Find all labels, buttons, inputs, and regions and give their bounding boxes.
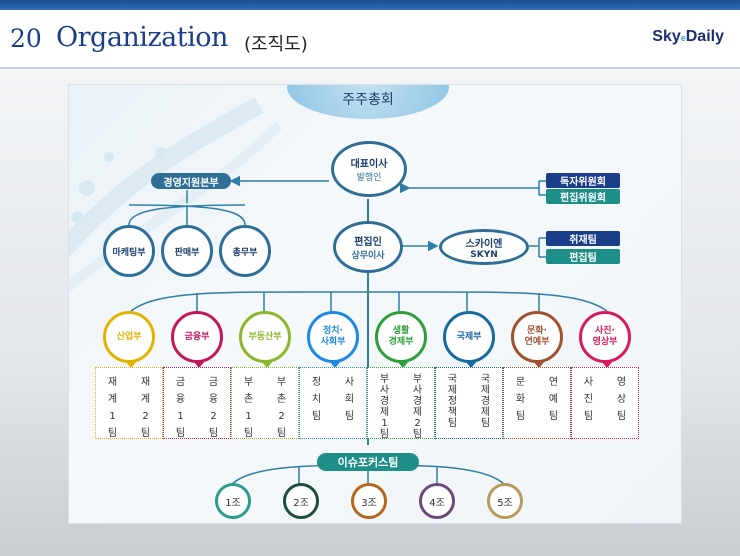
- ceo-title: 대표이사: [350, 159, 388, 170]
- department-name: 생활: [392, 326, 410, 336]
- issue-focus-label: 이슈포커스팀: [337, 456, 399, 469]
- team-label: 부 촌 1 팀: [243, 377, 254, 439]
- dept-marketing-label: 마케팅부: [112, 247, 146, 258]
- dept-marketing: 마케팅부: [103, 225, 155, 277]
- skyn-reporting-team: 취재팀: [546, 231, 620, 246]
- department-pointer: [125, 361, 137, 368]
- editorial-committee: 편집위원회: [546, 189, 620, 204]
- department-pointer: [533, 361, 545, 368]
- issue-group-node: 4조: [419, 483, 455, 519]
- department-name: 정치·: [323, 326, 343, 336]
- slide-number: 20: [10, 24, 42, 53]
- department-teams-box: 부 사 경 제 1 팀 부 사 경 제 2 팀: [367, 367, 435, 440]
- header-divider: [0, 67, 740, 69]
- editorial-committee-label: 편집위원회: [560, 193, 606, 204]
- department-node: 금융부: [171, 311, 223, 363]
- page-title: Organization: [56, 22, 228, 53]
- department-node: 문화·연예부: [511, 311, 563, 363]
- department-name-line2: 사회부: [320, 337, 346, 347]
- team-label: 국 제 경 제 팀: [480, 374, 491, 429]
- skyn-editing-label: 편집팀: [569, 253, 597, 264]
- department-name: 국제부: [456, 331, 482, 342]
- skyn-editing-team: 편집팀: [546, 249, 620, 264]
- top-bar: [0, 0, 740, 10]
- ceo-node: 대표이사 발행인: [331, 141, 407, 197]
- department-name: 금융부: [184, 331, 210, 342]
- department-name: 사진·: [595, 326, 615, 336]
- org-chart-panel: 주주총회 대표이사 발행인 경영지원본부 독자위원회 편집위원회 마케팅부 판매…: [68, 84, 682, 524]
- department-node: 정치·사회부: [307, 311, 359, 363]
- department-pointer: [193, 361, 205, 368]
- department-teams-box: 부 촌 1 팀 부 촌 2 팀: [231, 367, 299, 439]
- skyn-reporting-label: 취재팀: [569, 235, 597, 246]
- team-label: 연 예 팀: [548, 377, 559, 422]
- editor-node: 편집인 상무이사: [333, 221, 403, 273]
- readers-committee: 독자위원회: [546, 173, 620, 188]
- team-label: 정 치 팀: [311, 377, 322, 422]
- department-name: 문화·: [527, 326, 547, 336]
- team-label: 사 회 팀: [344, 377, 355, 422]
- team-label: 사 진 팀: [583, 377, 594, 422]
- team-label: 재 계 2 팀: [140, 377, 151, 439]
- team-label: 금 융 1 팀: [175, 377, 186, 439]
- page-subtitle: (조직도): [244, 34, 308, 55]
- shareholders-label: 주주총회: [342, 92, 394, 108]
- dept-sales: 판매부: [161, 225, 213, 277]
- department-pointer: [601, 361, 613, 368]
- ceo-subtitle: 발행인: [356, 173, 382, 183]
- department-pointer: [397, 361, 409, 368]
- issue-group-label: 1조: [225, 497, 241, 509]
- dept-sales-label: 판매부: [174, 247, 200, 258]
- readers-committee-label: 독자위원회: [560, 177, 606, 188]
- skyn-title: 스카이엔: [465, 238, 503, 250]
- department-teams-box: 재 계 1 팀 재 계 2 팀: [95, 367, 163, 439]
- issue-group-label: 3조: [361, 497, 377, 509]
- team-label: 부 사 경 제 2 팀: [412, 374, 423, 440]
- dept-general-affairs-label: 총무부: [232, 247, 258, 258]
- department-node: 국제부: [443, 311, 495, 363]
- skydaily-logo: SkyeDaily: [652, 28, 724, 45]
- department-name-line2: 경제부: [388, 337, 414, 347]
- department-name: 산업부: [116, 331, 142, 342]
- issue-group-node: 2조: [283, 483, 319, 519]
- department-name: 부동산부: [248, 331, 282, 342]
- department-pointer: [261, 361, 273, 368]
- team-label: 부 촌 2 팀: [276, 377, 287, 439]
- issue-group-label: 4조: [429, 497, 445, 509]
- issue-focus-team: 이슈포커스팀: [317, 453, 419, 471]
- department-name-line2: 영상부: [592, 337, 618, 347]
- skyn-subtitle: SKYN: [470, 249, 498, 260]
- skyn-node: 스카이엔 SKYN: [439, 229, 529, 265]
- issue-group-label: 2조: [293, 497, 309, 509]
- department-node: 부동산부: [239, 311, 291, 363]
- issue-group-label: 5조: [497, 497, 513, 509]
- team-label: 재 계 1 팀: [107, 377, 118, 439]
- issue-group-node: 3조: [351, 483, 387, 519]
- department-node: 산업부: [103, 311, 155, 363]
- dept-general-affairs: 총무부: [219, 225, 271, 277]
- team-label: 영 상 팀: [616, 377, 627, 422]
- page-header: 20 Organization (조직도) SkyeDaily: [0, 10, 740, 68]
- team-label: 국 제 정 책 팀: [447, 374, 458, 429]
- team-label: 금 융 2 팀: [208, 377, 219, 439]
- management-support-hq: 경영지원본부: [151, 173, 231, 189]
- team-label: 부 사 경 제 1 팀: [379, 374, 390, 440]
- department-pointer: [465, 361, 477, 368]
- editor-title: 편집인: [354, 237, 382, 248]
- issue-group-node: 1조: [215, 483, 251, 519]
- issue-group-node: 5조: [487, 483, 523, 519]
- team-label: 문 화 팀: [515, 377, 526, 422]
- department-pointer: [329, 361, 341, 368]
- department-teams-box: 금 융 1 팀 금 융 2 팀: [163, 367, 231, 439]
- department-node: 사진·영상부: [579, 311, 631, 363]
- department-name-line2: 연예부: [524, 337, 550, 347]
- editor-subtitle: 상무이사: [351, 251, 385, 261]
- management-label: 경영지원본부: [163, 177, 219, 189]
